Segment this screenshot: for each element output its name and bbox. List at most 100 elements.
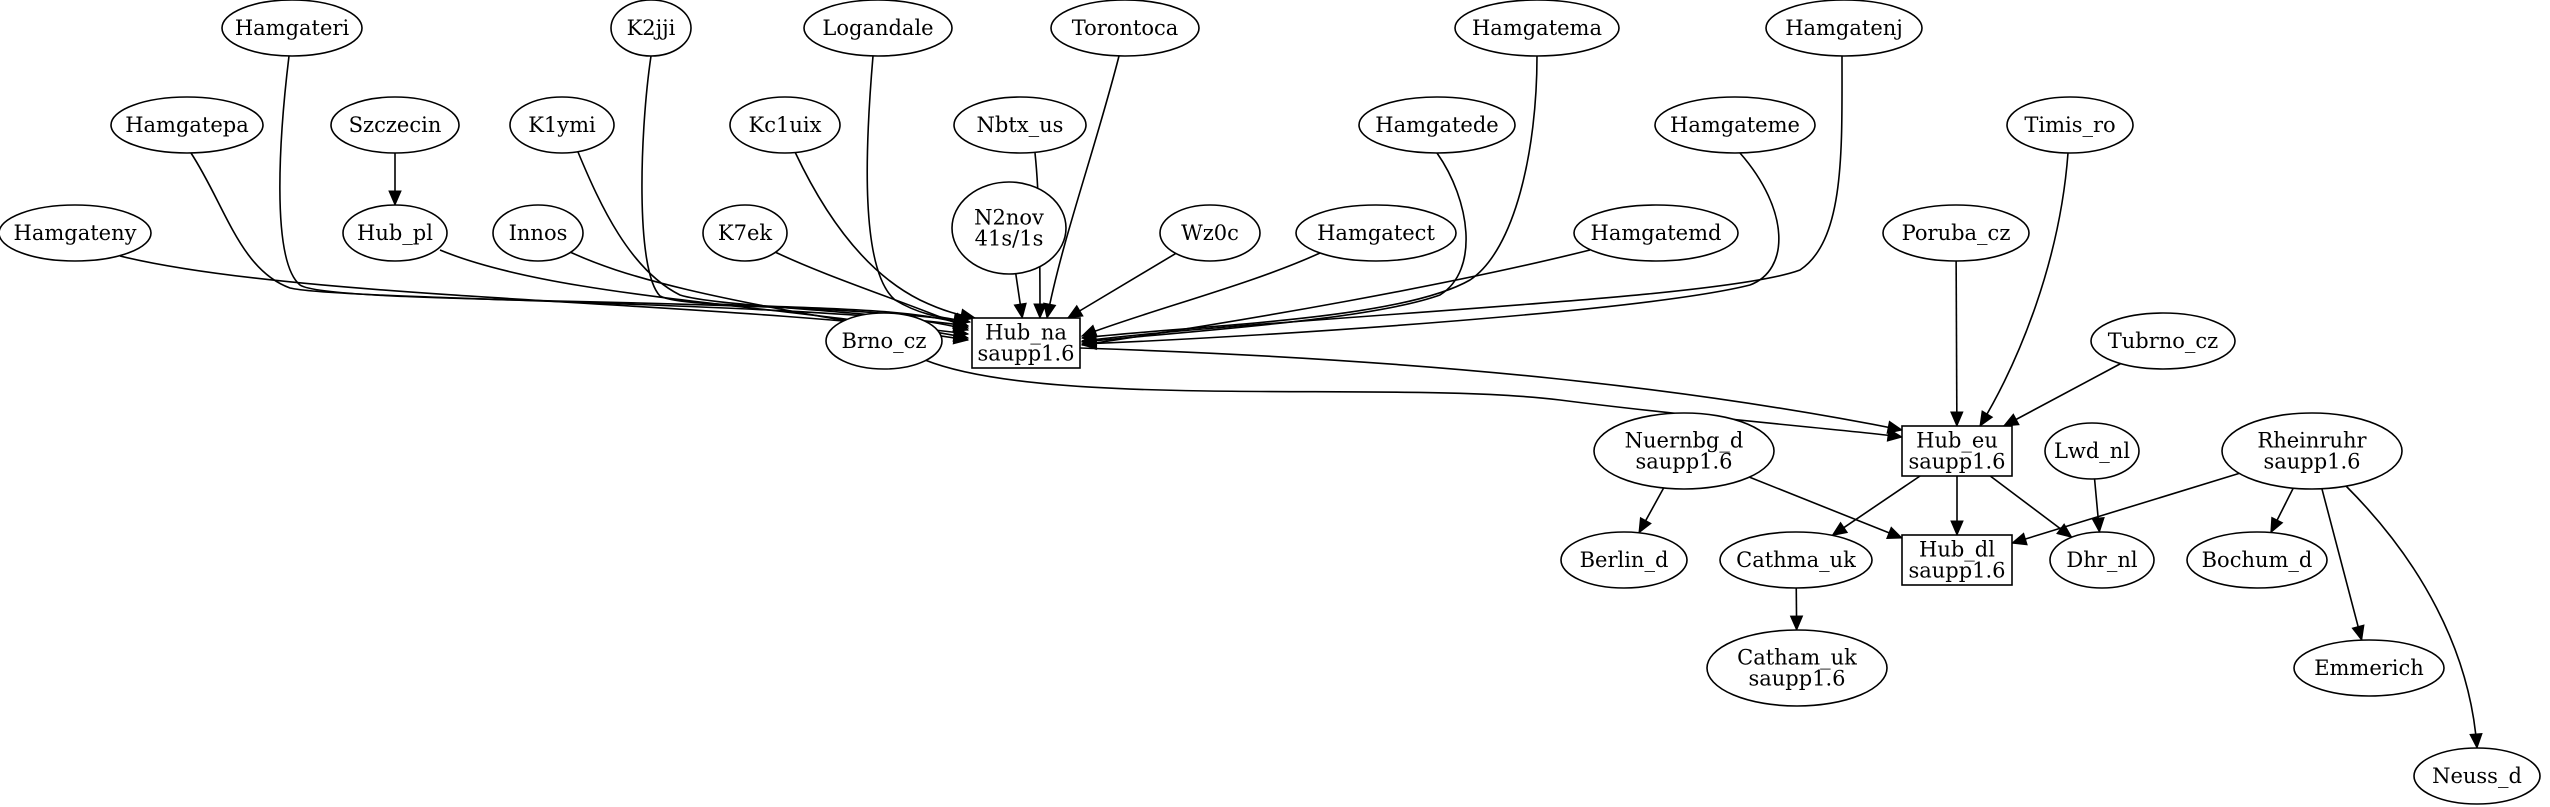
node-hamgatemd: Hamgatemd [1573,204,1739,262]
arrowhead-icon [1886,526,1904,539]
edge-szczecin-to-hub_pl [388,153,402,207]
edge-nuernbg_d-to-hub_dl [1749,476,1904,539]
node-ellipse [1593,412,1775,490]
node-ellipse [825,312,943,370]
node-label: Hamgatemd [1591,221,1722,245]
arrowhead-icon [2091,516,2105,534]
node-neuss_d: Neuss_d [2413,747,2541,805]
node-label: Nbtx_us [977,113,1064,137]
node-ellipse [221,0,363,57]
arrowhead-icon [1789,615,1804,632]
node-kc1uix: Kc1uix [729,96,841,154]
node-label: K2jji [627,16,676,40]
arrowhead-icon [2270,516,2284,534]
arrowhead-icon [1080,336,1098,350]
edge-line [1067,252,1177,319]
edge-rheinruhr-to-hub_dl [2010,472,2240,546]
edge-torontoca-to-hub_na [1043,55,1120,320]
arrowhead-icon [952,331,970,345]
node-berlin_d: Berlin_d [1560,531,1688,589]
edge-n2nov-to-hub_na [1013,273,1027,320]
edge-line [1081,152,1467,343]
edge-line [1989,475,2073,538]
edge-line [794,151,976,319]
node-ellipse [2049,531,2155,589]
node-bochum_d: Bochum_d [2186,531,2328,589]
node-label: Hub_dl [1919,538,1995,562]
node-label: Hamgatepa [125,113,249,137]
node-label: Emmerich [2314,656,2424,680]
edge-hub_eu-to-hub_dl [1950,476,1964,537]
node-dhr_nl: Dhr_nl [2049,531,2155,589]
edge-k2jji-to-hub_na [641,55,970,328]
node-ellipse [953,96,1087,154]
edge-line [1749,476,1903,539]
arrowhead-icon [1033,303,1047,320]
edge-line [1079,347,1903,431]
node-label: saupp1.6 [1908,559,2005,583]
node-box [1901,425,2013,477]
edge-hub_eu-to-cathma_uk [1831,475,1921,537]
edge-lwd_nl-to-dhr_nl [2091,478,2105,534]
node-ellipse [509,96,615,154]
node-ellipse [1358,96,1516,154]
edge-line [1081,249,1591,346]
arrowhead-icon [1979,410,1994,428]
node-box [971,317,1081,369]
node-label: Berlin_d [1580,548,1669,572]
node-label: Hub_pl [357,221,433,245]
node-brno_cz: Brno_cz [825,312,943,370]
edge-line [2345,485,2478,749]
arrowhead-icon [1013,302,1027,320]
node-wz0c: Wz0c [1159,204,1261,262]
node-label: saupp1.6 [1748,667,1845,691]
edge-hamgatemd-to-hub_na [1080,249,1591,350]
node-ellipse [1050,0,1200,57]
node-ellipse [1454,0,1620,57]
edge-nuernbg_d-to-berlin_d [1638,487,1665,534]
edge-line [866,55,971,323]
arrowhead-icon [952,316,970,329]
edges-layer [119,55,2483,750]
node-hamgateny: Hamgateny [0,204,152,262]
node-ellipse [492,204,584,262]
node-label: Rheinruhr [2257,429,2367,453]
node-timis_ro: Timis_ro [2006,96,2134,154]
node-ellipse [2293,639,2445,697]
node-szczecin: Szczecin [330,96,460,154]
node-ellipse [1560,531,1688,589]
edge-wz0c-to-hub_na [1066,252,1177,319]
node-label: K1ymi [528,113,596,137]
node-hamgateme: Hamgateme [1654,96,1816,154]
node-ellipse [330,96,460,154]
edge-poruba_cz-to-hub_eu [1950,260,1964,428]
arrowhead-icon [1080,324,1098,338]
arrowhead-icon [1043,302,1057,320]
arrowhead-icon [1638,516,1652,534]
node-k2jji: K2jji [610,0,692,57]
edge-line [1831,475,1921,537]
node-label: Kc1uix [749,113,822,137]
node-label: N2nov [974,206,1044,230]
node-hamgatede: Hamgatede [1358,96,1516,154]
node-logandale: Logandale [803,0,953,57]
node-ellipse [1654,96,1816,154]
arrowhead-icon [2010,532,2028,546]
node-label: Lwd_nl [2054,439,2130,463]
edge-tubrno_cz-to-hub_eu [2002,362,2121,427]
node-label: Catham_uk [1737,646,1857,670]
node-label: Bochum_d [2202,548,2313,572]
node-k7ek: K7ek [702,204,788,262]
node-label: Neuss_d [2432,764,2522,788]
arrowhead-icon [1950,411,1964,428]
node-label: K7ek [718,221,772,245]
node-ellipse [2413,747,2541,805]
node-label: Dhr_nl [2066,548,2137,572]
node-ellipse [2221,412,2403,490]
node-ellipse [0,204,152,262]
node-hamgatema: Hamgatema [1454,0,1620,57]
node-label: Hamgatede [1375,113,1498,137]
arrowhead-icon [1066,304,1084,319]
